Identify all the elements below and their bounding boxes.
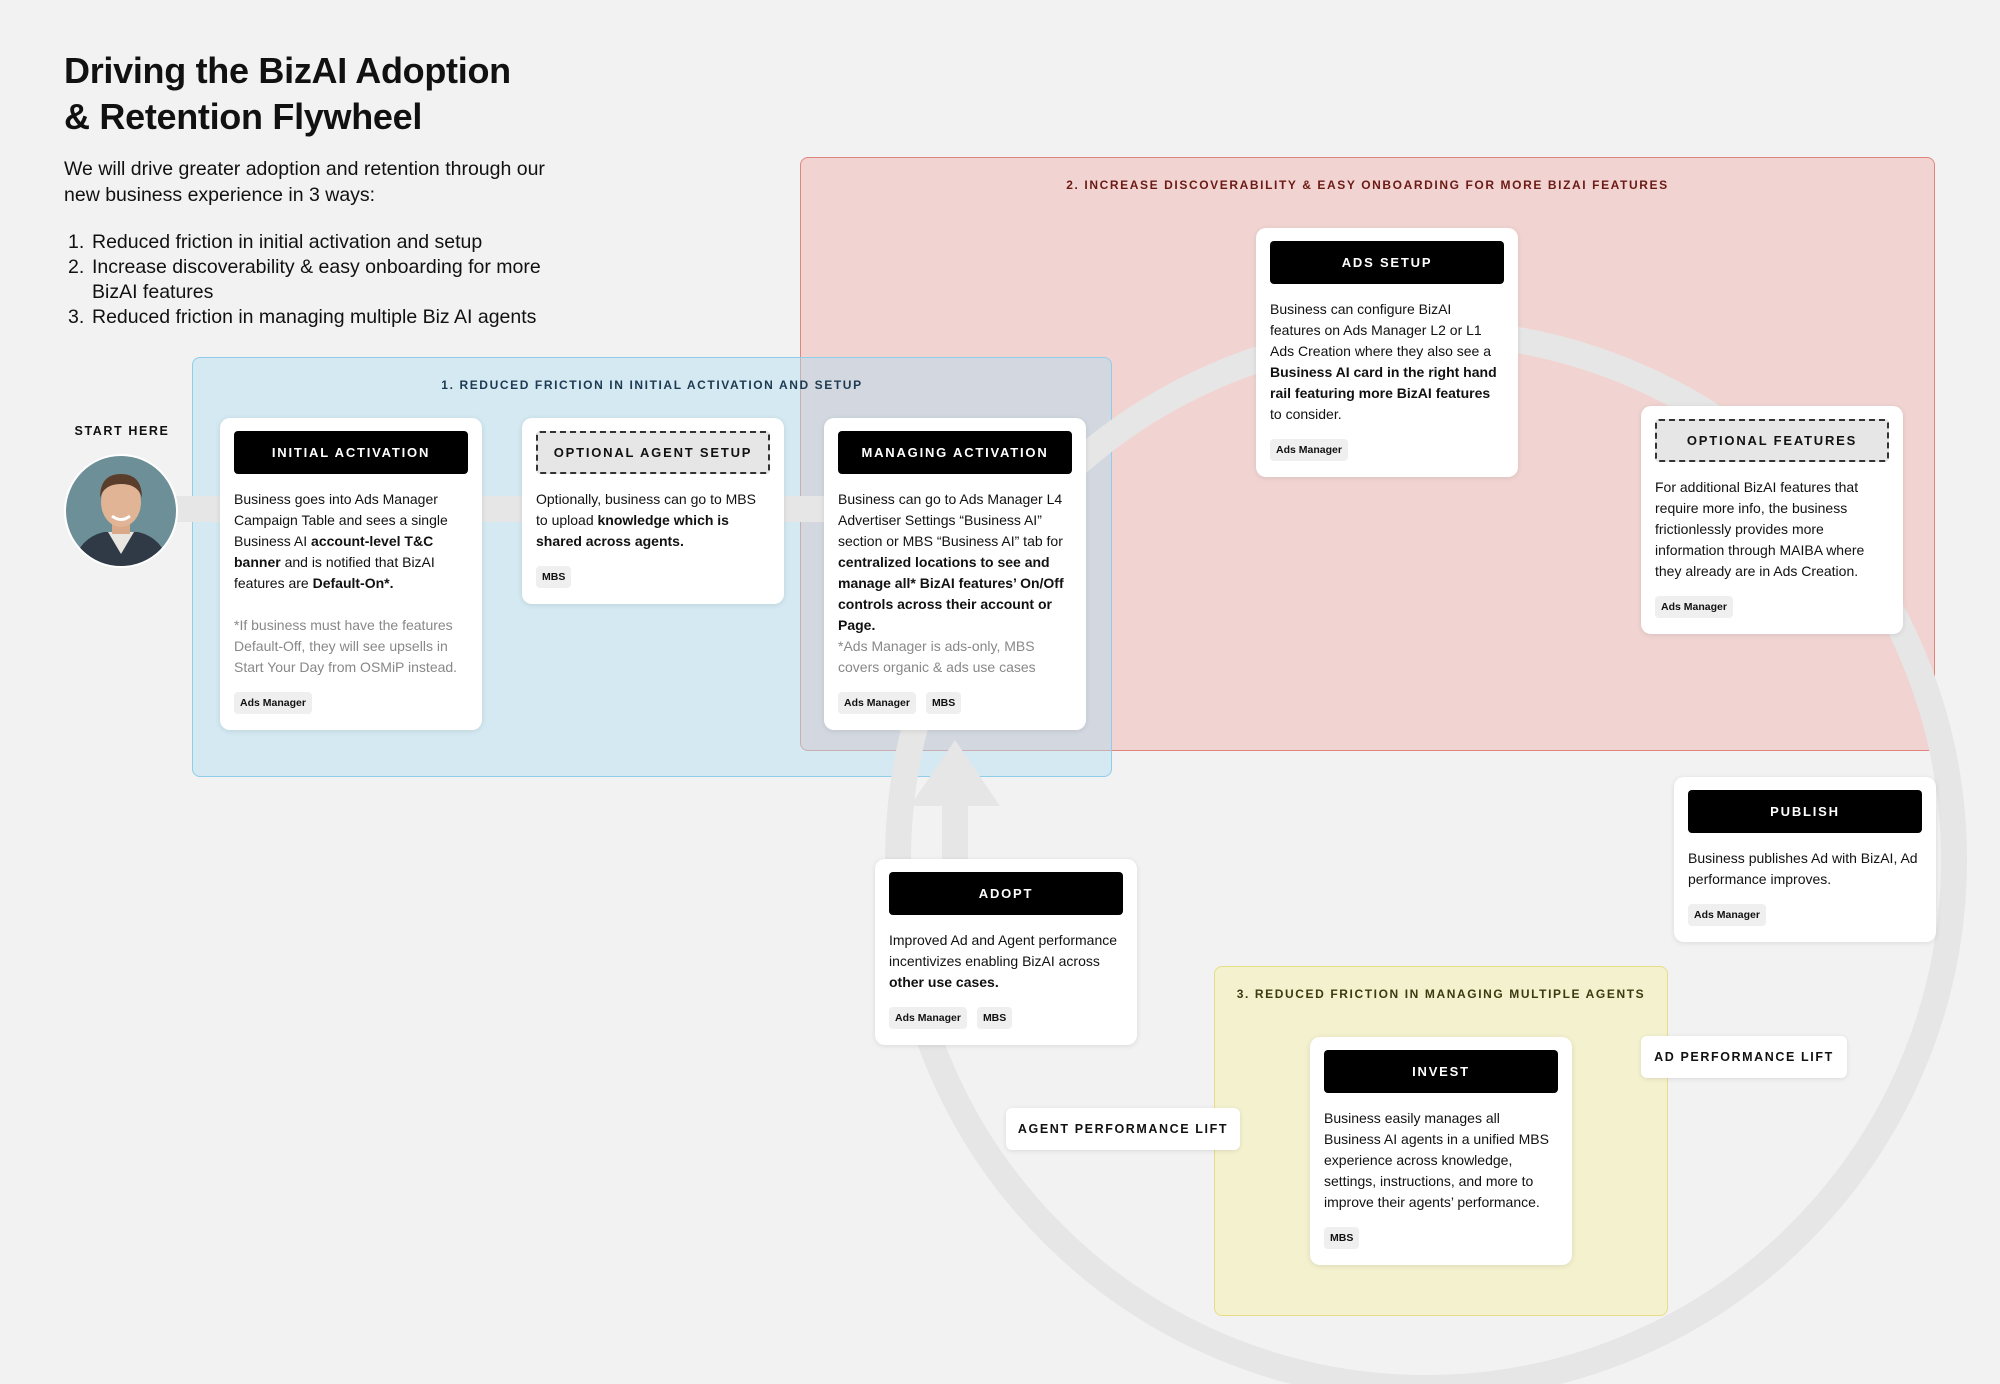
card-body: Optionally, business can go to MBS to up… <box>536 491 756 549</box>
zone-label-1: 1. Reduced friction in initial activatio… <box>441 378 863 392</box>
tag-mbs: MBS <box>536 566 572 588</box>
zone-label-2: 2. Increase discoverability & easy onboa… <box>1066 178 1669 192</box>
card-adopt: Adopt Improved Ad and Agent performance … <box>875 859 1137 1045</box>
tag-list: MBS <box>1324 1227 1558 1249</box>
agent-performance-lift-label: Agent performance lift <box>1006 1108 1240 1150</box>
tag-list: Ads Manager <box>234 692 468 714</box>
tag-mbs: MBS <box>1324 1227 1360 1249</box>
card-header: Publish <box>1688 790 1922 833</box>
card-header: Optional Features <box>1655 419 1889 462</box>
card-publish: Publish Business publishes Ad with BizAI… <box>1674 777 1936 942</box>
tag-ads-manager: Ads Manager <box>1688 904 1766 926</box>
tag-ads-manager: Ads Manager <box>838 692 916 714</box>
tag-ads-manager: Ads Manager <box>889 1007 967 1029</box>
card-body: For additional BizAI features that requi… <box>1655 479 1865 579</box>
card-header: Adopt <box>889 872 1123 915</box>
arrow-shaft <box>942 800 968 870</box>
card-initial-activation: Initial Activation Business goes into Ad… <box>220 418 482 730</box>
ways-list: 1.Reduced friction in initial activation… <box>64 230 584 330</box>
tag-list: MBS <box>536 566 770 588</box>
card-header: Ads Setup <box>1270 241 1504 284</box>
tag-mbs: MBS <box>976 1007 1013 1029</box>
title-line-1: Driving the BizAI Adoption <box>64 50 511 91</box>
card-body: Business goes into Ads Manager Campaign … <box>234 491 448 591</box>
tag-list: Ads Manager MBS <box>889 1007 1123 1029</box>
card-optional-agent-setup: Optional Agent Setup Optionally, busines… <box>522 418 784 604</box>
tag-mbs: MBS <box>925 692 962 714</box>
page-title: Driving the BizAI Adoption & Retention F… <box>64 48 624 140</box>
card-footnote: *If business must have the features Defa… <box>234 617 458 675</box>
card-ads-setup: Ads Setup Business can configure BizAI f… <box>1256 228 1518 477</box>
ways-item: 3.Reduced friction in managing multiple … <box>68 306 537 328</box>
card-optional-features: Optional Features For additional BizAI f… <box>1641 406 1903 634</box>
card-header: Managing Activation <box>838 431 1072 474</box>
card-body: Business easily manages all Business AI … <box>1324 1110 1549 1210</box>
intro-text: We will drive greater adoption and reten… <box>64 158 545 206</box>
arrow-up-icon <box>910 740 1000 806</box>
title-line-2: & Retention Flywheel <box>64 96 423 137</box>
card-body: Business can go to Ads Manager L4 Advert… <box>838 491 1064 633</box>
tag-list: Ads Manager <box>1688 904 1922 926</box>
tag-list: Ads Manager <box>1270 439 1504 461</box>
card-header: Optional Agent Setup <box>536 431 770 474</box>
tag-list: Ads Manager <box>1655 596 1889 618</box>
ways-item: 1.Reduced friction in initial activation… <box>68 231 483 253</box>
card-invest: Invest Business easily manages all Busin… <box>1310 1037 1572 1265</box>
ad-performance-lift-label: Ad performance lift <box>1641 1036 1847 1078</box>
card-body: Business publishes Ad with BizAI, Ad per… <box>1688 850 1918 887</box>
card-body: Improved Ad and Agent performance incent… <box>889 932 1118 990</box>
tag-ads-manager: Ads Manager <box>234 692 312 714</box>
person-avatar-icon <box>64 454 178 568</box>
card-body: Business can configure BizAI features on… <box>1270 301 1497 422</box>
card-header: Initial Activation <box>234 431 468 474</box>
ways-item: 2.Increase discoverability & easy onboar… <box>68 256 541 303</box>
card-managing-activation: Managing Activation Business can go to A… <box>824 418 1086 730</box>
card-header: Invest <box>1324 1050 1558 1093</box>
tag-ads-manager: Ads Manager <box>1270 439 1348 461</box>
zone-label-3: 3. Reduced friction in managing multiple… <box>1236 987 1646 1001</box>
card-footnote: *Ads Manager is ads-only, MBS covers org… <box>838 638 1036 675</box>
tag-ads-manager: Ads Manager <box>1655 596 1733 618</box>
start-here-label: Start here <box>74 424 170 438</box>
tag-list: Ads Manager MBS <box>838 692 1072 714</box>
